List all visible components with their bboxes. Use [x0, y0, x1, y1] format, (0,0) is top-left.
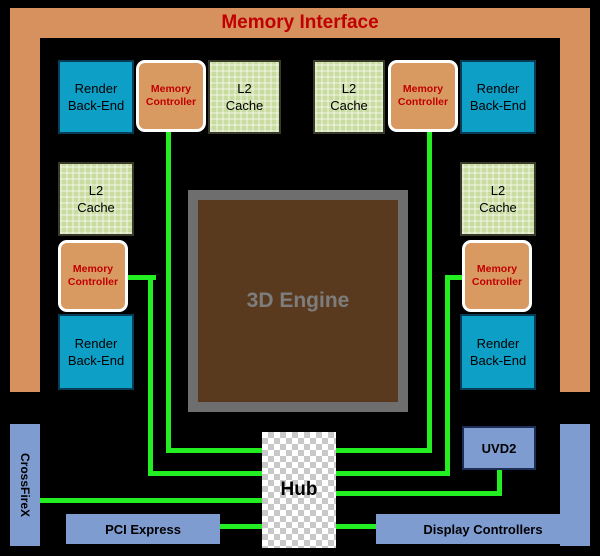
- render-backend-top-right: Render Back-End: [460, 60, 536, 134]
- wire-crossfire: [40, 498, 262, 503]
- memory-interface-title: Memory Interface: [221, 12, 379, 33]
- wire-ml-vert: [148, 275, 153, 475]
- l2-cache-top-left: L2 Cache: [208, 60, 281, 134]
- uvd2-block: UVD2: [462, 426, 536, 470]
- wire-mr-vert: [445, 275, 450, 475]
- wire-ml-h1: [126, 275, 156, 280]
- hub-block: Hub: [262, 432, 336, 548]
- l2-cache-right: L2 Cache: [460, 162, 536, 236]
- render-backend-top-left: Render Back-End: [58, 60, 134, 134]
- memory-controller-top-left: Memory Controller: [136, 60, 206, 132]
- wire-pci: [220, 524, 262, 529]
- wire-display: [336, 524, 376, 529]
- wire-tl-horiz: [166, 448, 262, 453]
- render-backend-right: Render Back-End: [460, 314, 536, 390]
- wire-uvd-vert: [497, 470, 502, 496]
- hub-label: Hub: [280, 479, 318, 500]
- wire-tl-vert: [166, 132, 171, 452]
- 3d-engine-label: 3D Engine: [246, 289, 350, 312]
- display-controllers-bar: Display Controllers: [376, 514, 590, 544]
- l2-cache-top-right: L2 Cache: [313, 60, 385, 134]
- render-backend-left: Render Back-End: [58, 314, 134, 390]
- pci-express-bar: PCI Express: [66, 514, 220, 544]
- memory-controller-left: Memory Controller: [58, 240, 128, 312]
- wire-tr-horiz: [336, 448, 432, 453]
- wire-ml-h2: [148, 471, 262, 476]
- wire-mr-h1: [445, 275, 465, 280]
- crossfirex-bar: CrossFireX: [10, 424, 40, 546]
- l2-cache-left: L2 Cache: [58, 162, 134, 236]
- crossfirex-label: CrossFireX: [18, 452, 32, 518]
- memory-controller-top-right: Memory Controller: [388, 60, 458, 132]
- wire-mr-h2: [336, 471, 450, 476]
- wire-tr-vert: [427, 132, 432, 452]
- wire-uvd-horiz: [336, 491, 502, 496]
- memory-controller-right: Memory Controller: [462, 240, 532, 312]
- 3d-engine-core: 3D Engine: [198, 200, 398, 402]
